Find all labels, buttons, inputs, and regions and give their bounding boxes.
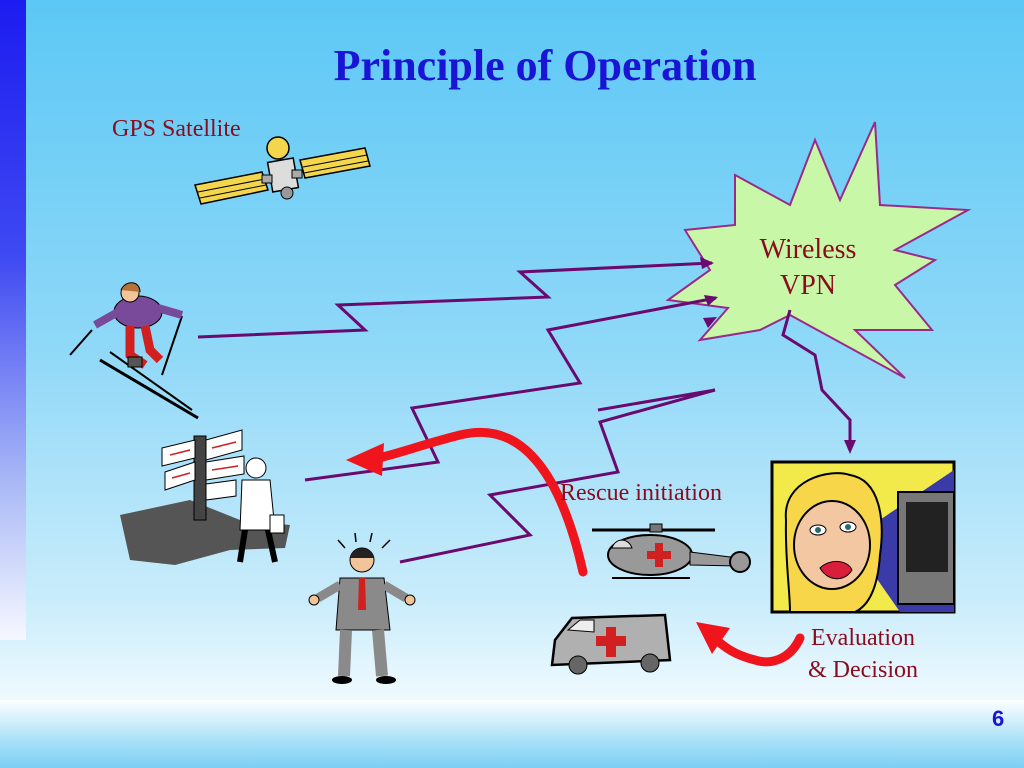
wireless-vpn-label: Wireless VPN xyxy=(738,232,878,304)
signal-line-man xyxy=(399,388,716,564)
decision-arrow xyxy=(707,631,805,667)
rescue-initiation-label: Rescue initiation xyxy=(560,480,722,506)
confused-man-icon xyxy=(308,532,416,684)
helicopter-icon xyxy=(592,523,751,579)
ambulance-icon xyxy=(550,613,672,675)
left-accent-bar xyxy=(0,0,26,640)
slide-title: Principle of Operation xyxy=(333,41,757,90)
wireless-label-line1: Wireless xyxy=(759,234,857,265)
wireless-vpn-starburst xyxy=(665,121,972,379)
signal-line-operator xyxy=(781,309,852,450)
signal-lines xyxy=(197,261,852,564)
signpost-hiker-icon xyxy=(120,429,290,565)
signal-arrowheads xyxy=(700,257,856,454)
wireless-label-line2: VPN xyxy=(779,270,836,301)
evaluation-label-line2: & Decision xyxy=(808,657,918,683)
red-arrows xyxy=(365,427,805,667)
bottom-strip xyxy=(0,700,1024,768)
signal-line-skier xyxy=(197,261,713,339)
satellite-icon xyxy=(194,136,371,205)
signal-line-hiker xyxy=(304,296,717,482)
evaluation-decision-label: Evaluation & Decision xyxy=(798,622,928,686)
skier-icon xyxy=(69,282,199,420)
rescue-arrow xyxy=(365,427,588,577)
gps-satellite-label: GPS Satellite xyxy=(112,116,241,142)
evaluation-label-line1: Evaluation xyxy=(811,625,915,651)
rescue-arrowhead xyxy=(346,443,384,476)
page-number: 6 xyxy=(992,706,1005,731)
operator-woman-icon xyxy=(770,460,956,614)
decision-arrowhead xyxy=(696,622,730,654)
